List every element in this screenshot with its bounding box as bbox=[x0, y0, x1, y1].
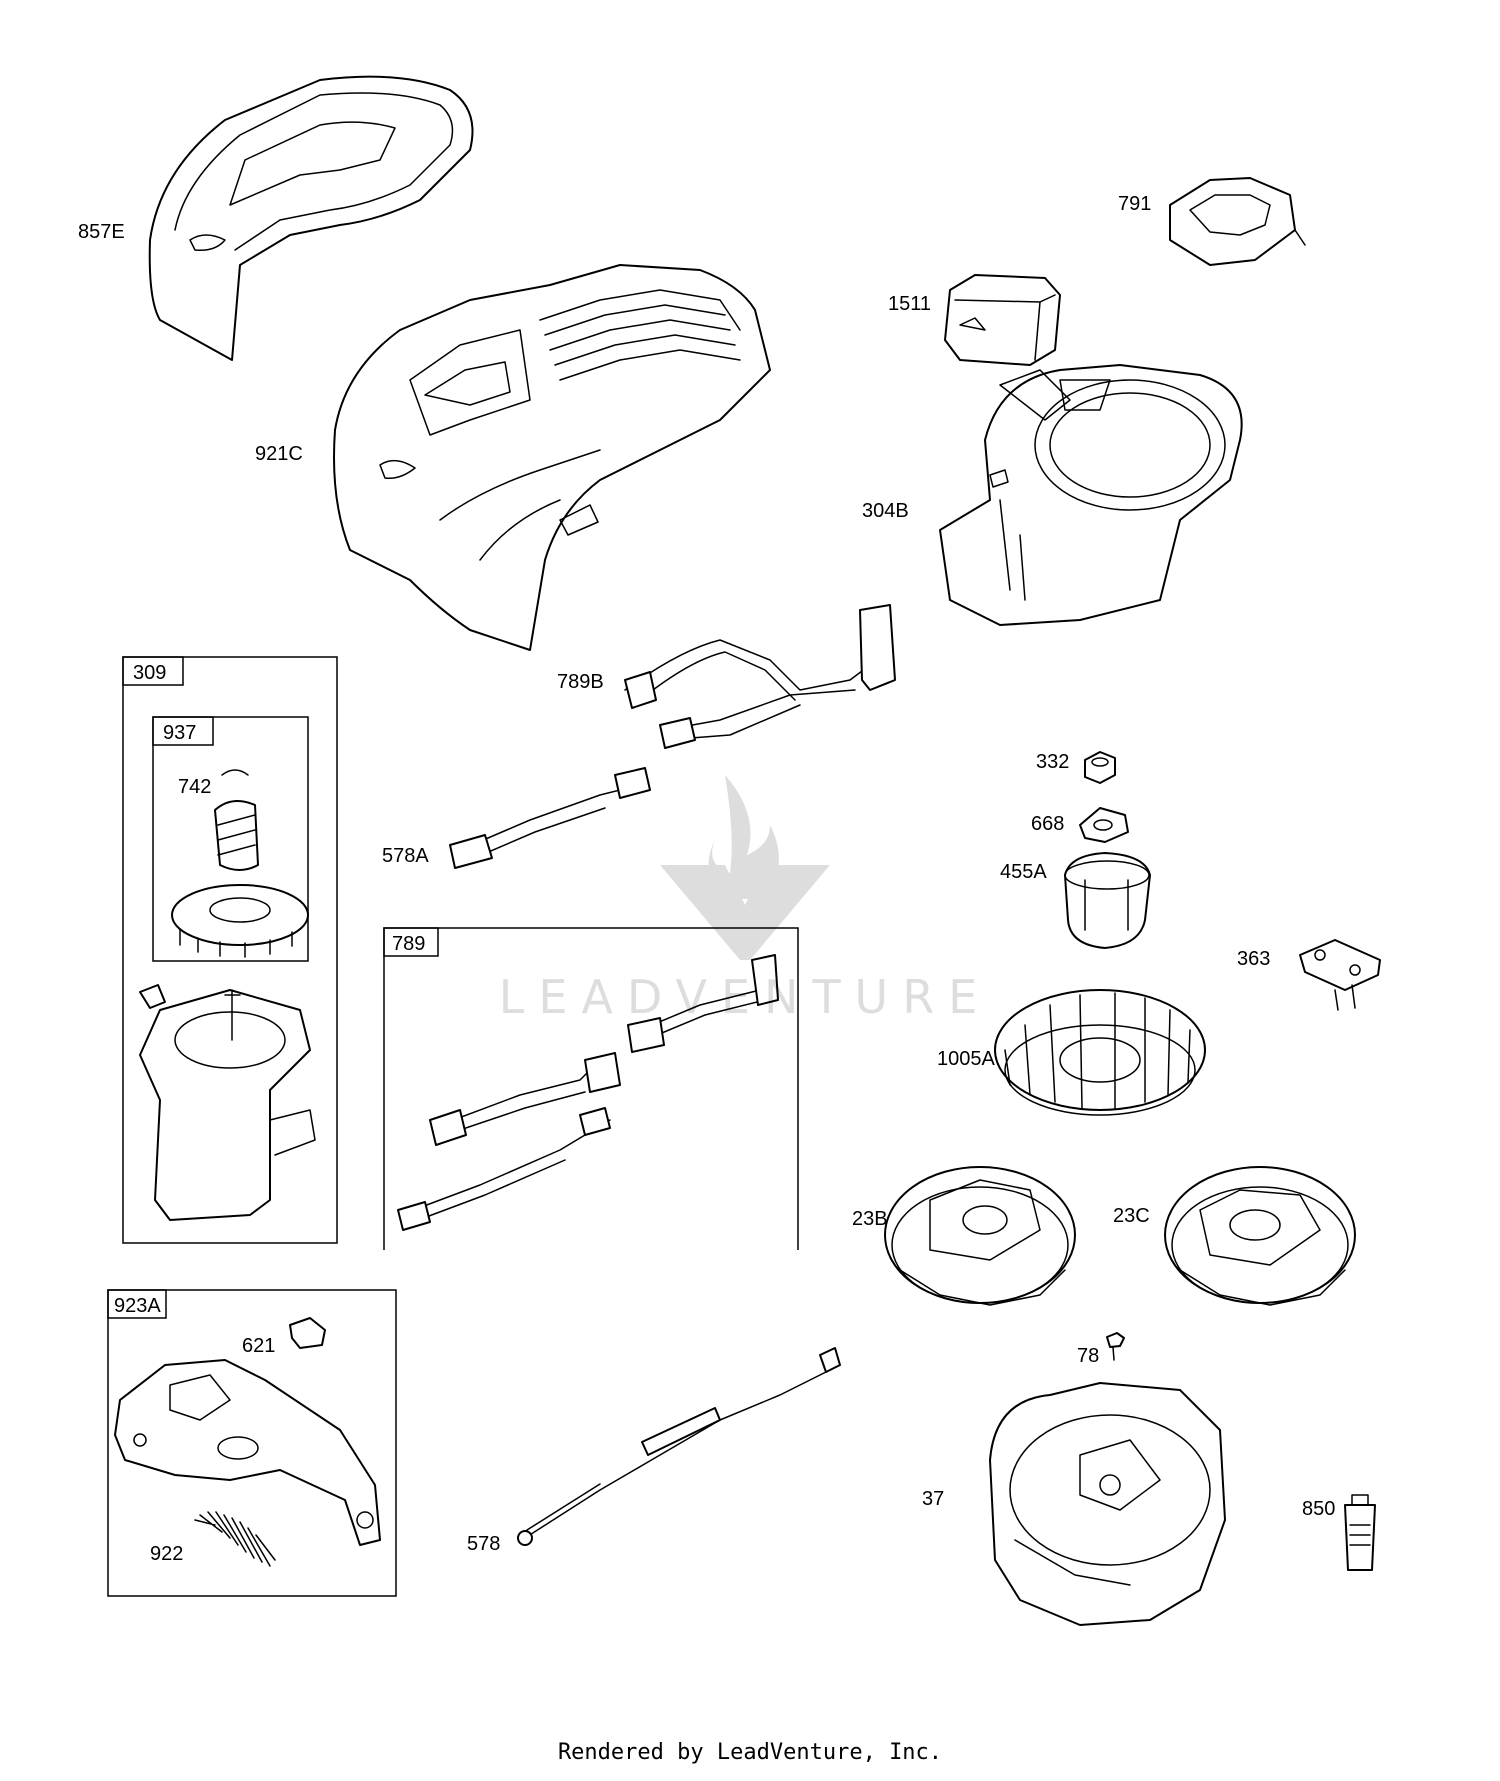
callout-1511: 1511 bbox=[888, 293, 931, 315]
part-850-tube[interactable] bbox=[1344, 1494, 1376, 1571]
callout-363: 363 bbox=[1237, 948, 1270, 970]
part-304B-blower-housing[interactable] bbox=[939, 364, 1243, 626]
kit-label-309: 309 bbox=[133, 662, 166, 684]
part-578A-wire[interactable] bbox=[449, 767, 651, 869]
callout-857E: 857E bbox=[78, 221, 125, 243]
part-791-charger[interactable] bbox=[1169, 177, 1306, 266]
part-578-wire[interactable] bbox=[517, 1347, 841, 1546]
kit-box-309 bbox=[122, 656, 338, 1244]
part-363-bracket[interactable] bbox=[1299, 939, 1381, 1011]
kit-label-923A: 923A bbox=[114, 1295, 161, 1317]
callout-1005A: 1005A bbox=[937, 1048, 995, 1070]
part-1005A-flywheel[interactable] bbox=[994, 989, 1206, 1116]
kit-label-789: 789 bbox=[392, 933, 425, 955]
callout-332: 332 bbox=[1036, 751, 1069, 773]
callout-578: 578 bbox=[467, 1533, 500, 1555]
part-455A-cup[interactable] bbox=[1064, 852, 1151, 949]
callout-37: 37 bbox=[922, 1488, 944, 1510]
part-78-bolt[interactable] bbox=[1106, 1332, 1125, 1361]
callout-789B: 789B bbox=[557, 671, 604, 693]
callout-578A: 578A bbox=[382, 845, 429, 867]
callout-668: 668 bbox=[1031, 813, 1064, 835]
part-1511-battery[interactable] bbox=[944, 274, 1061, 366]
part-37-housing[interactable] bbox=[989, 1382, 1226, 1626]
callout-23B: 23B bbox=[852, 1208, 888, 1230]
callout-922: 922 bbox=[150, 1543, 183, 1565]
callout-921C: 921C bbox=[255, 443, 303, 465]
callout-304B: 304B bbox=[862, 500, 909, 522]
callout-742: 742 bbox=[178, 776, 211, 798]
callout-850: 850 bbox=[1302, 1498, 1335, 1520]
part-23B-flywheel[interactable] bbox=[884, 1166, 1076, 1306]
part-23C-flywheel[interactable] bbox=[1164, 1166, 1356, 1306]
callout-78: 78 bbox=[1077, 1345, 1099, 1367]
part-921C-shroud[interactable] bbox=[333, 264, 771, 651]
kit-label-937: 937 bbox=[163, 722, 196, 744]
part-857E-cover[interactable] bbox=[148, 75, 474, 361]
callout-labels: 857E 921C 791 1511 304B 789B 742 578A 33… bbox=[78, 193, 1335, 1565]
callout-455A: 455A bbox=[1000, 861, 1047, 883]
callout-791: 791 bbox=[1118, 193, 1151, 215]
part-332-nut[interactable] bbox=[1084, 751, 1116, 784]
kit-box-789 bbox=[383, 927, 799, 1250]
footer-credit: Rendered by LeadVenture, Inc. bbox=[557, 1740, 943, 1765]
callout-23C: 23C bbox=[1113, 1205, 1150, 1227]
kit-box-923A bbox=[107, 1289, 397, 1597]
part-668-washer[interactable] bbox=[1079, 807, 1129, 843]
callout-621: 621 bbox=[242, 1335, 275, 1357]
part-789B-harness[interactable] bbox=[624, 604, 896, 749]
